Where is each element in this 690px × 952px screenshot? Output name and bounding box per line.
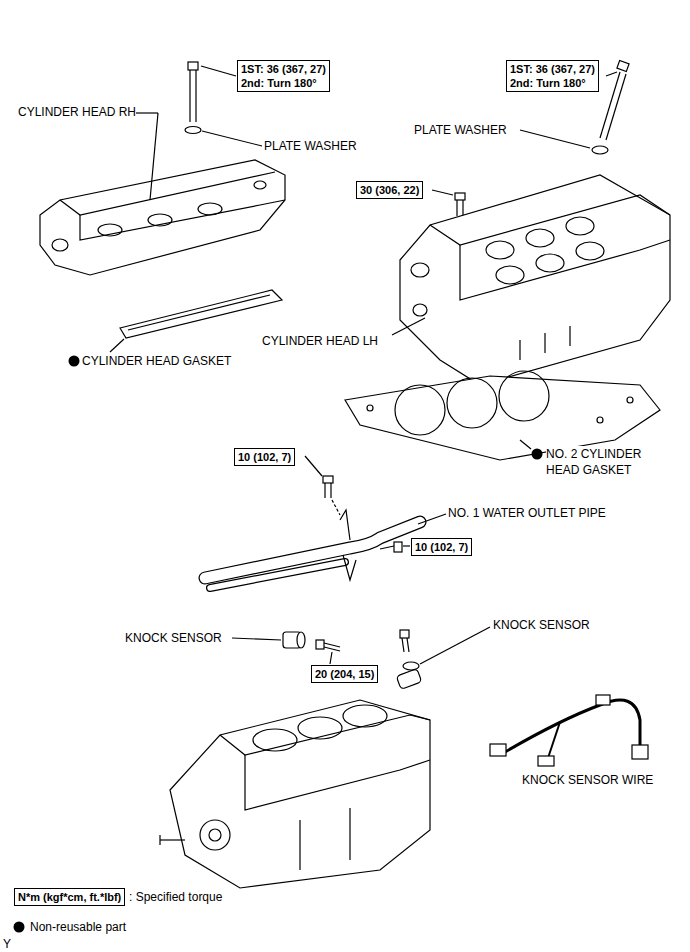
- torque-text: 30 (306, 22): [360, 183, 419, 197]
- torque-text: 2nd: Turn 180°: [241, 76, 326, 90]
- part-label: NO. 2 CYLINDER HEAD GASKET: [546, 446, 661, 478]
- torque-box: 1ST: 36 (367, 27)2nd: Turn 180°: [237, 60, 330, 92]
- part-label: PLATE WASHER: [414, 122, 507, 138]
- part-label: PLATE WASHER: [264, 138, 357, 154]
- part-label: CYLINDER HEAD LH: [262, 333, 378, 349]
- torque-box: 10 (102, 7): [234, 448, 295, 466]
- legend-text: Non-reusable part: [30, 919, 126, 935]
- part-label: CYLINDER HEAD RH: [18, 104, 136, 120]
- torque-text: 10 (102, 7): [415, 540, 468, 554]
- torque-box: 30 (306, 22): [356, 181, 423, 199]
- torque-text: 10 (102, 7): [238, 450, 291, 464]
- torque-box: 20 (204, 15): [311, 665, 378, 683]
- torque-box: 10 (102, 7): [411, 538, 472, 556]
- part-label: NO. 1 WATER OUTLET PIPE: [448, 505, 606, 521]
- part-label: KNOCK SENSOR WIRE: [522, 772, 653, 788]
- part-label: KNOCK SENSOR: [125, 630, 222, 646]
- torque-box: 1ST: 36 (367, 27)2nd: Turn 180°: [506, 60, 599, 92]
- torque-text: 1ST: 36 (367, 27): [241, 62, 326, 76]
- torque-text: 1ST: 36 (367, 27): [510, 62, 595, 76]
- part-label: CYLINDER HEAD GASKET: [82, 353, 231, 369]
- legend-text: : Specified torque: [129, 889, 222, 905]
- torque-box: N*m (kgf*cm, ft.*lbf): [14, 888, 125, 906]
- part-label: KNOCK SENSOR: [493, 617, 590, 633]
- torque-text: 2nd: Turn 180°: [510, 76, 595, 90]
- torque-text: N*m (kgf*cm, ft.*lbf): [18, 890, 121, 904]
- torque-text: 20 (204, 15): [315, 667, 374, 681]
- part-label: Y: [3, 936, 11, 952]
